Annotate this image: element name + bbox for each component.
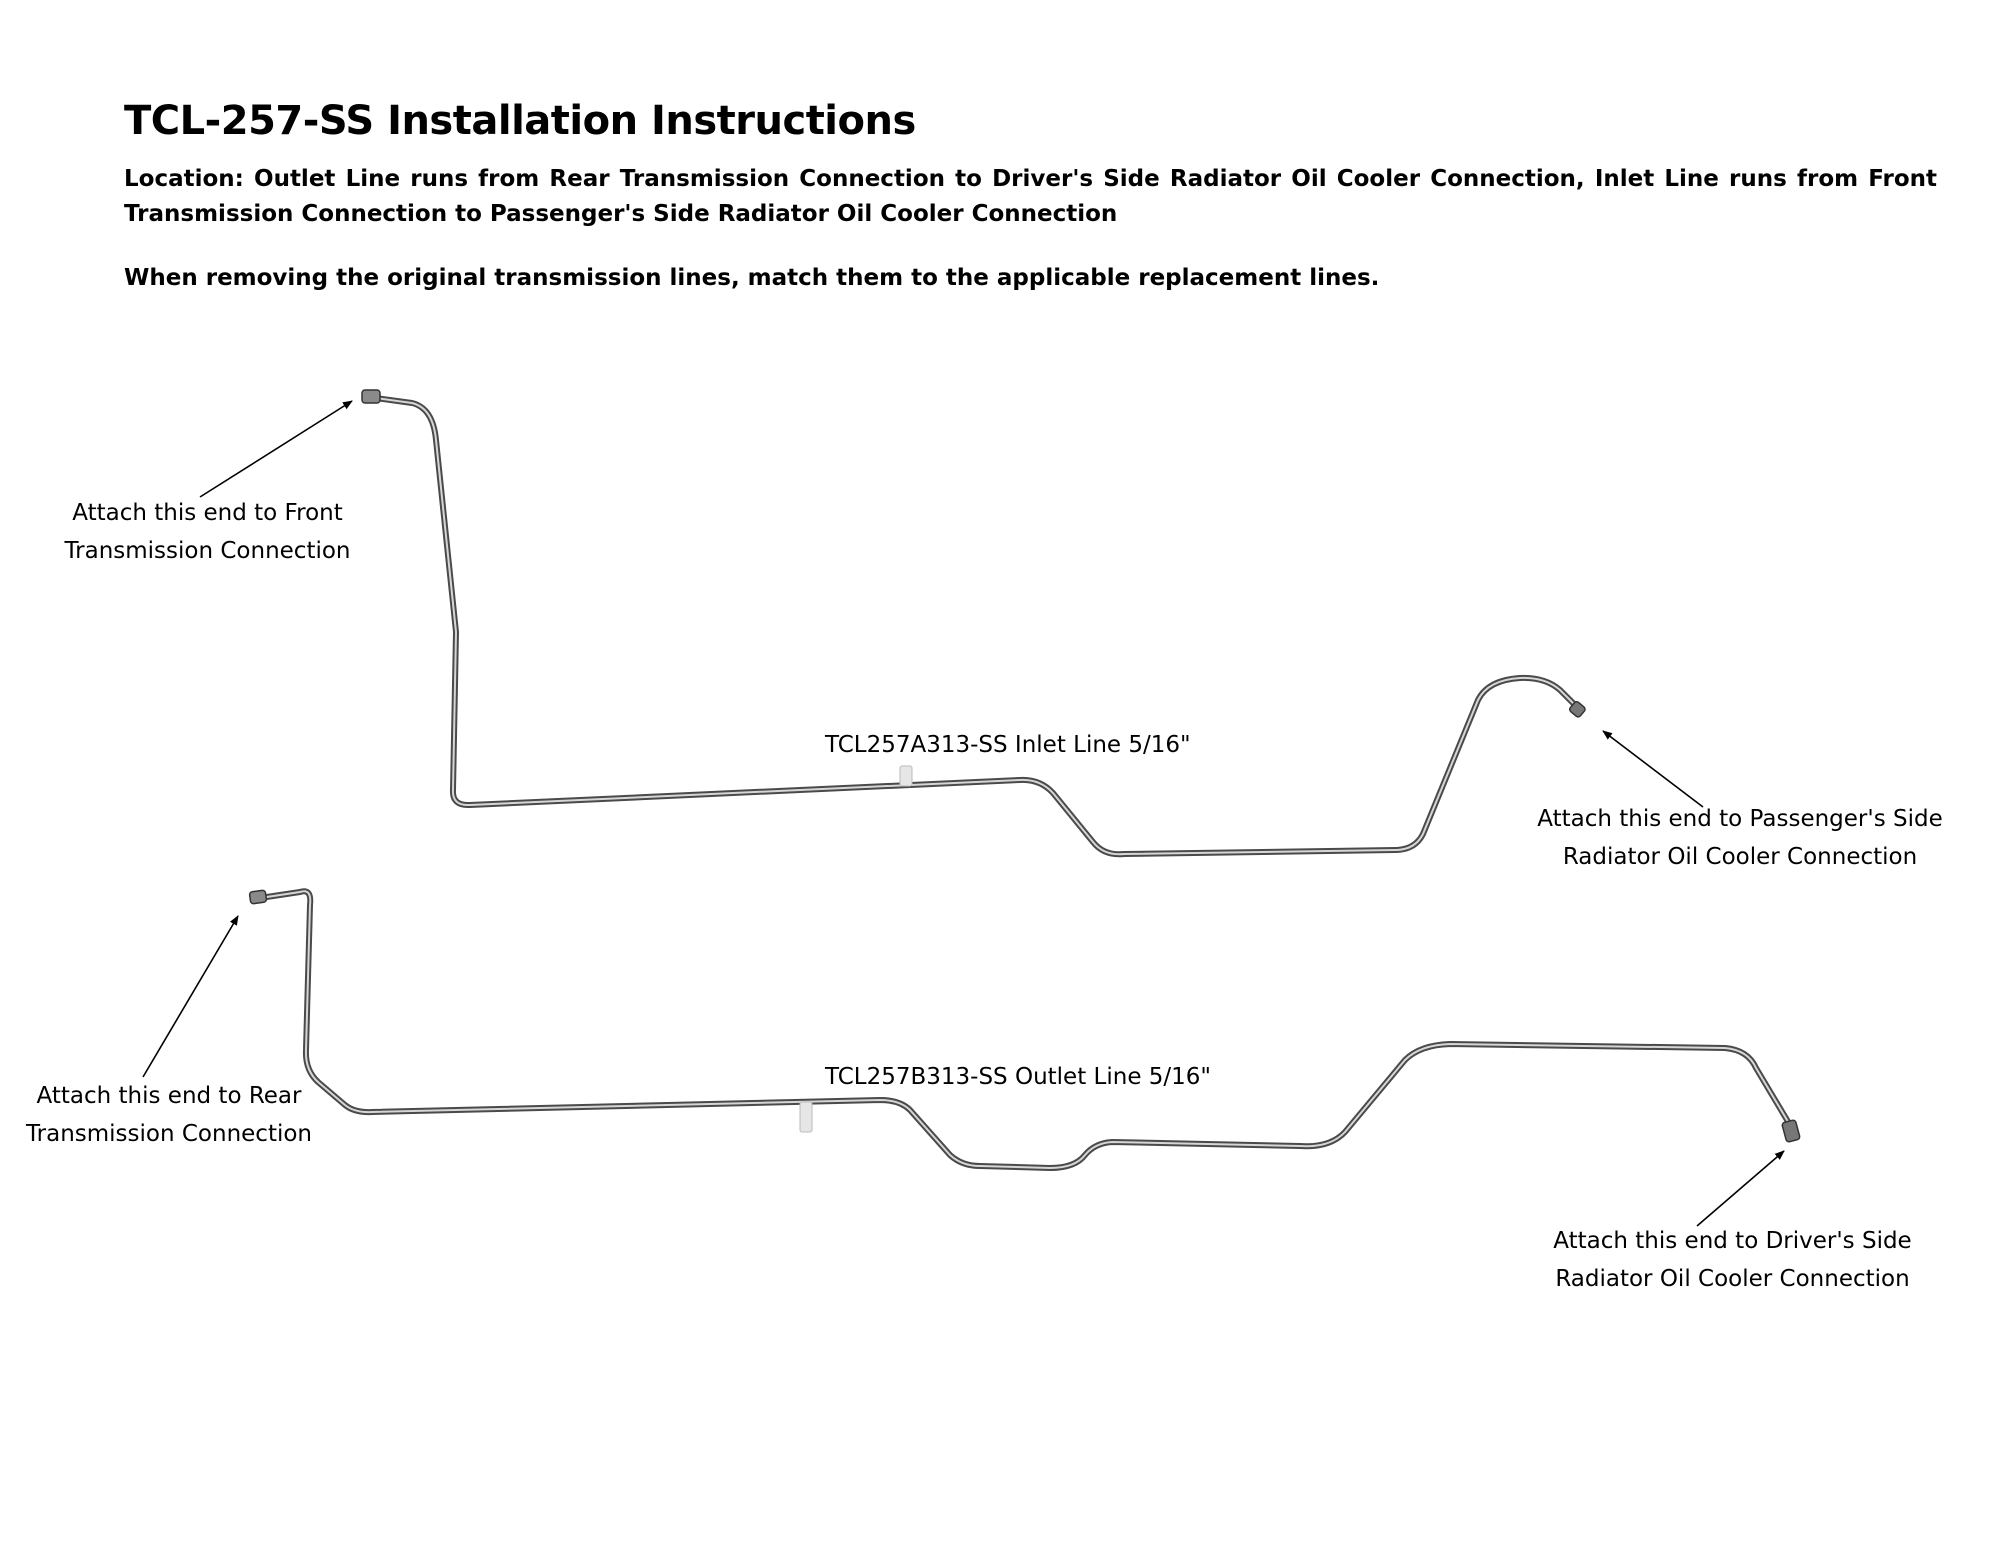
- page-title: TCL-257-SS Installation Instructions: [124, 98, 916, 144]
- location-description: Location: Outlet Line runs from Rear Tra…: [124, 166, 1937, 227]
- rear-connection-label: Attach this end to Rear Transmission Con…: [25, 1083, 313, 1147]
- inlet-line-part-label: TCL257A313-SS Inlet Line 5/16": [825, 732, 1191, 758]
- inlet-line-tube: [365, 394, 1583, 858]
- inlet-part-tag: [899, 765, 913, 787]
- driver-radiator-arrow: [1696, 1150, 1785, 1227]
- passenger-radiator-label: Attach this end to Passenger's Side Radi…: [1537, 806, 1943, 870]
- front-connection-arrow: [199, 400, 353, 498]
- rear-connection-arrow: [142, 915, 239, 1078]
- outlet-line-part-label: TCL257B313-SS Outlet Line 5/16": [825, 1064, 1212, 1090]
- outlet-rear-fitting: [248, 889, 268, 905]
- passenger-radiator-arrow: [1602, 730, 1704, 808]
- outlet-part-tag: [799, 1101, 813, 1133]
- front-connection-label: Attach this end to Front Transmission Co…: [64, 500, 351, 564]
- outlet-line-tube: [257, 888, 1793, 1171]
- inlet-front-fitting: [361, 389, 381, 404]
- outlet-radiator-fitting: [1781, 1119, 1801, 1143]
- inlet-radiator-fitting: [1569, 701, 1586, 718]
- replacement-note: When removing the original transmission …: [124, 265, 1380, 291]
- driver-radiator-label: Attach this end to Driver's Side Radiato…: [1553, 1228, 1912, 1292]
